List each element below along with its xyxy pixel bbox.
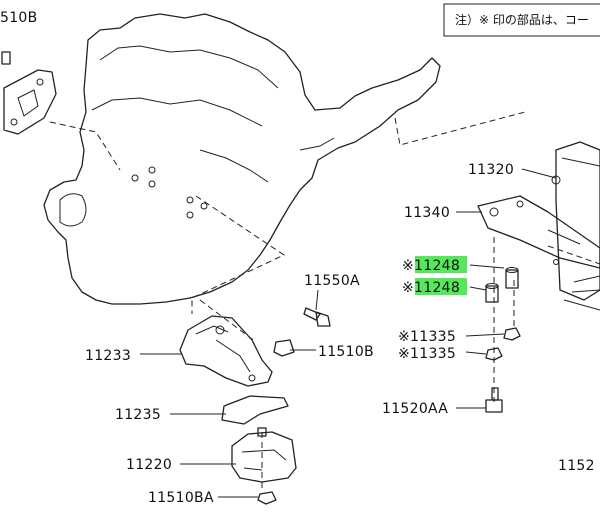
right-lower-part — [571, 275, 600, 293]
label-11335-lower: ※11335 — [398, 346, 456, 362]
washer-11335-upper — [503, 327, 521, 341]
label-11320: 11320 — [468, 162, 514, 178]
label-11510b: 11510B — [318, 344, 374, 360]
stopper-11248-lower — [485, 283, 499, 303]
engine-block-outline — [43, 13, 441, 305]
label-11520aa: 11520AA — [382, 401, 448, 417]
bracket-11320 — [547, 141, 600, 311]
note-text: 注）※ 印の部品は、コー — [455, 12, 589, 27]
mount-insulator-11220 — [231, 427, 297, 483]
label-1152: 1152 — [558, 458, 595, 474]
label-11550a: 11550A — [304, 273, 360, 289]
bolt-11550a — [303, 307, 331, 327]
label-510b: 510B — [0, 10, 38, 26]
nut-11510b — [273, 339, 295, 357]
crossmember-11340 — [477, 195, 600, 269]
mount-bracket-11233 — [179, 315, 273, 387]
label-11248-upper: ※11248 — [402, 258, 460, 274]
nut-11510ba — [257, 491, 277, 505]
heat-shield-11235 — [221, 395, 289, 425]
highlight-11248-upper — [415, 256, 467, 273]
label-11220: 11220 — [126, 457, 172, 473]
label-11248-lower: ※11248 — [402, 280, 460, 296]
leader-lines — [140, 168, 557, 498]
label-11233: 11233 — [85, 348, 131, 364]
label-11335-upper: ※11335 — [398, 329, 456, 345]
label-11340: 11340 — [404, 205, 450, 221]
highlight-11248-lower — [415, 278, 467, 295]
stopper-11248-upper — [505, 267, 519, 289]
washer-11335-lower — [485, 347, 503, 361]
label-11510ba: 11510BA — [148, 490, 214, 506]
dashed-guides — [49, 111, 526, 492]
label-11235: 11235 — [115, 407, 161, 423]
note-box: 注）※ 印の部品は、コー — [443, 3, 600, 37]
left-mount-bracket — [1, 51, 57, 135]
